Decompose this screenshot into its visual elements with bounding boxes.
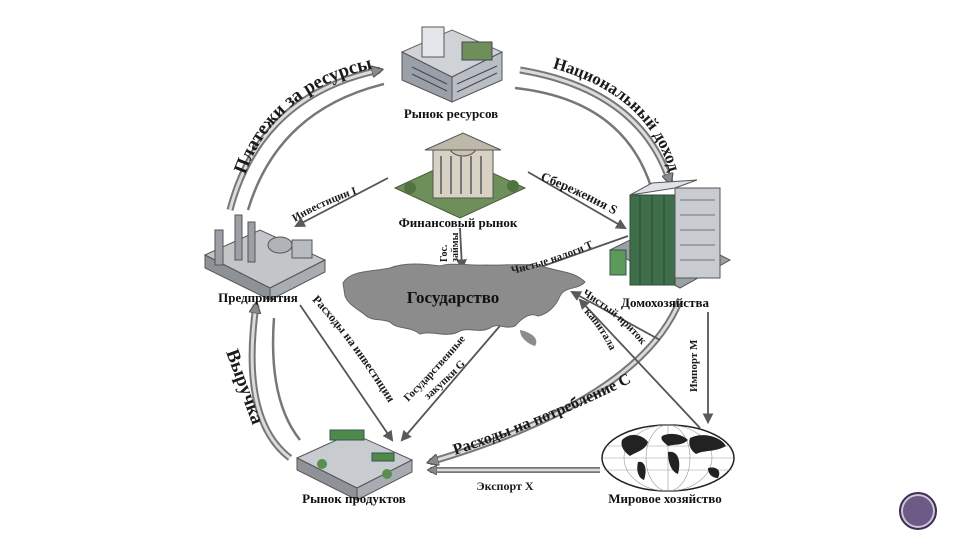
financial-market-label: Финансовый рынок bbox=[399, 215, 518, 230]
savings-label: Сбережения S bbox=[539, 169, 620, 218]
outer-flow-arrows bbox=[226, 70, 684, 470]
government-label: Государство bbox=[407, 288, 500, 307]
resource-market-icon bbox=[400, 26, 504, 103]
resource-payments-label: Платежи за ресурсы bbox=[230, 53, 374, 177]
financial-market-icon bbox=[393, 132, 527, 219]
national-income-label: Национальный доход bbox=[551, 54, 684, 174]
page-badge bbox=[899, 492, 937, 530]
world-economy-label: Мировое хозяйство bbox=[608, 491, 721, 506]
revenue-label: Выручка bbox=[221, 347, 268, 428]
gov-loans-label: Гос. займы bbox=[439, 232, 461, 262]
firms-label: Предприятия bbox=[218, 290, 298, 305]
export-label: Экспорт X bbox=[476, 479, 533, 493]
government-icon bbox=[342, 263, 586, 346]
households-label: Домохозяйства bbox=[621, 295, 709, 310]
world-economy-icon bbox=[601, 424, 735, 492]
product-market-label: Рынок продуктов bbox=[302, 491, 406, 506]
firms-icon bbox=[203, 214, 327, 301]
households-icon bbox=[608, 179, 732, 289]
import-label: Импорт M bbox=[688, 339, 700, 392]
product-market-icon bbox=[295, 429, 414, 501]
resource-market-label: Рынок ресурсов bbox=[404, 106, 498, 121]
inner-flow-arrows bbox=[294, 171, 714, 442]
investment-label: Инвестиции I bbox=[290, 185, 358, 225]
